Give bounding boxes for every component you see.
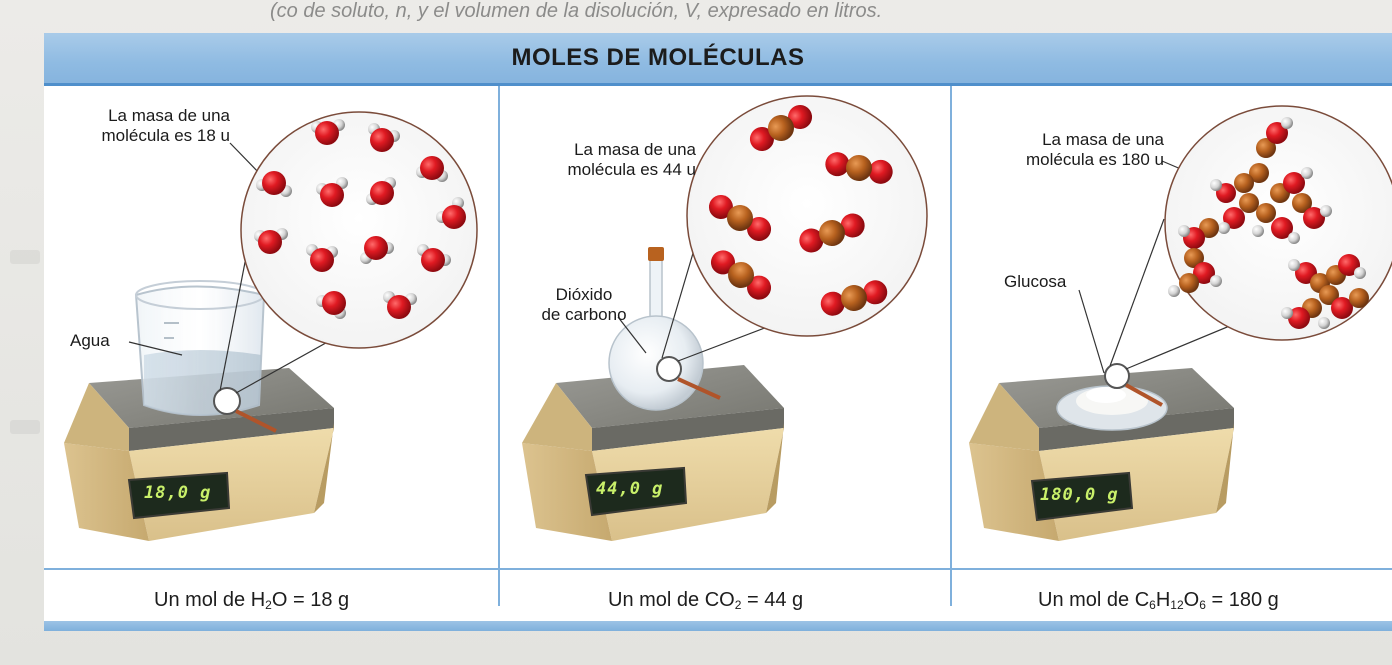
background-text: (co de soluto, n, y el volumen de la dis… bbox=[270, 0, 883, 22]
row-divider bbox=[44, 568, 1392, 570]
co2-label-line1: Dióxido bbox=[555, 285, 613, 304]
formula-glucose-prefix: Un mol de C bbox=[1038, 589, 1150, 611]
column-divider bbox=[498, 86, 500, 606]
water-mass-line2: molécula es 18 u bbox=[101, 126, 230, 145]
co2-panel-illustration bbox=[522, 95, 928, 541]
formula-co2-equals: = 44 g bbox=[741, 589, 804, 611]
co2-label-line2: de carbono bbox=[541, 305, 627, 324]
formula-glucose-sub-c: 6 bbox=[1149, 598, 1156, 612]
formula-glucose-o: O bbox=[1183, 589, 1200, 611]
column-divider bbox=[950, 86, 952, 606]
glucose-mass-label: La masa de una molécula es 180 u bbox=[994, 130, 1164, 170]
formula-water-o: O bbox=[271, 589, 288, 611]
panel-title: MOLES DE MOLÉCULAS bbox=[511, 44, 805, 71]
title-bar: MOLES DE MOLÉCULAS bbox=[44, 33, 1392, 86]
scale-1-readout: 18,0 g bbox=[144, 483, 212, 503]
glucose-label: Glucosa bbox=[1004, 272, 1067, 291]
scale-2-readout: 44,0 g bbox=[596, 479, 664, 499]
co2-mass-line1: La masa de una bbox=[574, 140, 696, 159]
flask bbox=[608, 247, 704, 411]
scale-3-readout: 180,0 g bbox=[1040, 485, 1119, 505]
glucose-mass-line1: La masa de una bbox=[1042, 130, 1164, 149]
formula-glucose-equals: = 180 g bbox=[1205, 589, 1279, 611]
formula-water-equals: = 18 g bbox=[287, 589, 350, 611]
co2-mass-label: La masa de una molécula es 44 u bbox=[534, 140, 696, 180]
glucose-mass-line2: molécula es 180 u bbox=[1026, 150, 1164, 169]
glucose-panel-illustration bbox=[969, 105, 1392, 541]
formula-co2-prefix: Un mol de CO bbox=[608, 589, 735, 611]
glucose-molecules bbox=[1168, 117, 1369, 329]
formula-water: Un mol de H2O = 18 g bbox=[154, 589, 349, 612]
petri-dish bbox=[1056, 385, 1168, 431]
co2-mass-line2: molécula es 44 u bbox=[567, 160, 696, 179]
water-label: Agua bbox=[70, 331, 110, 350]
formula-glucose: Un mol de C6H12O6 = 180 g bbox=[1038, 589, 1279, 612]
co2-molecules bbox=[708, 105, 893, 316]
background-line bbox=[10, 420, 40, 434]
background-line bbox=[10, 250, 40, 264]
formula-water-prefix: Un mol de H bbox=[154, 589, 266, 611]
water-mass-label: La masa de una molécula es 18 u bbox=[72, 106, 230, 146]
formula-glucose-h: H bbox=[1155, 589, 1171, 611]
bottom-bar bbox=[44, 621, 1392, 631]
moles-panel: MOLES DE MOLÉCULAS bbox=[44, 33, 1392, 631]
illustrations bbox=[64, 95, 1392, 541]
water-panel-illustration bbox=[64, 111, 478, 541]
formula-water-sub: 2 bbox=[265, 598, 272, 612]
formula-co2-sub: 2 bbox=[734, 598, 742, 612]
formula-glucose-sub-o: 6 bbox=[1199, 598, 1206, 612]
water-mass-line1: La masa de una bbox=[108, 106, 230, 125]
formula-co2: Un mol de CO2 = 44 g bbox=[608, 589, 803, 612]
formula-glucose-sub-h: 12 bbox=[1170, 598, 1184, 612]
water-molecules bbox=[254, 119, 466, 319]
co2-label: Dióxido de carbono bbox=[534, 285, 634, 325]
